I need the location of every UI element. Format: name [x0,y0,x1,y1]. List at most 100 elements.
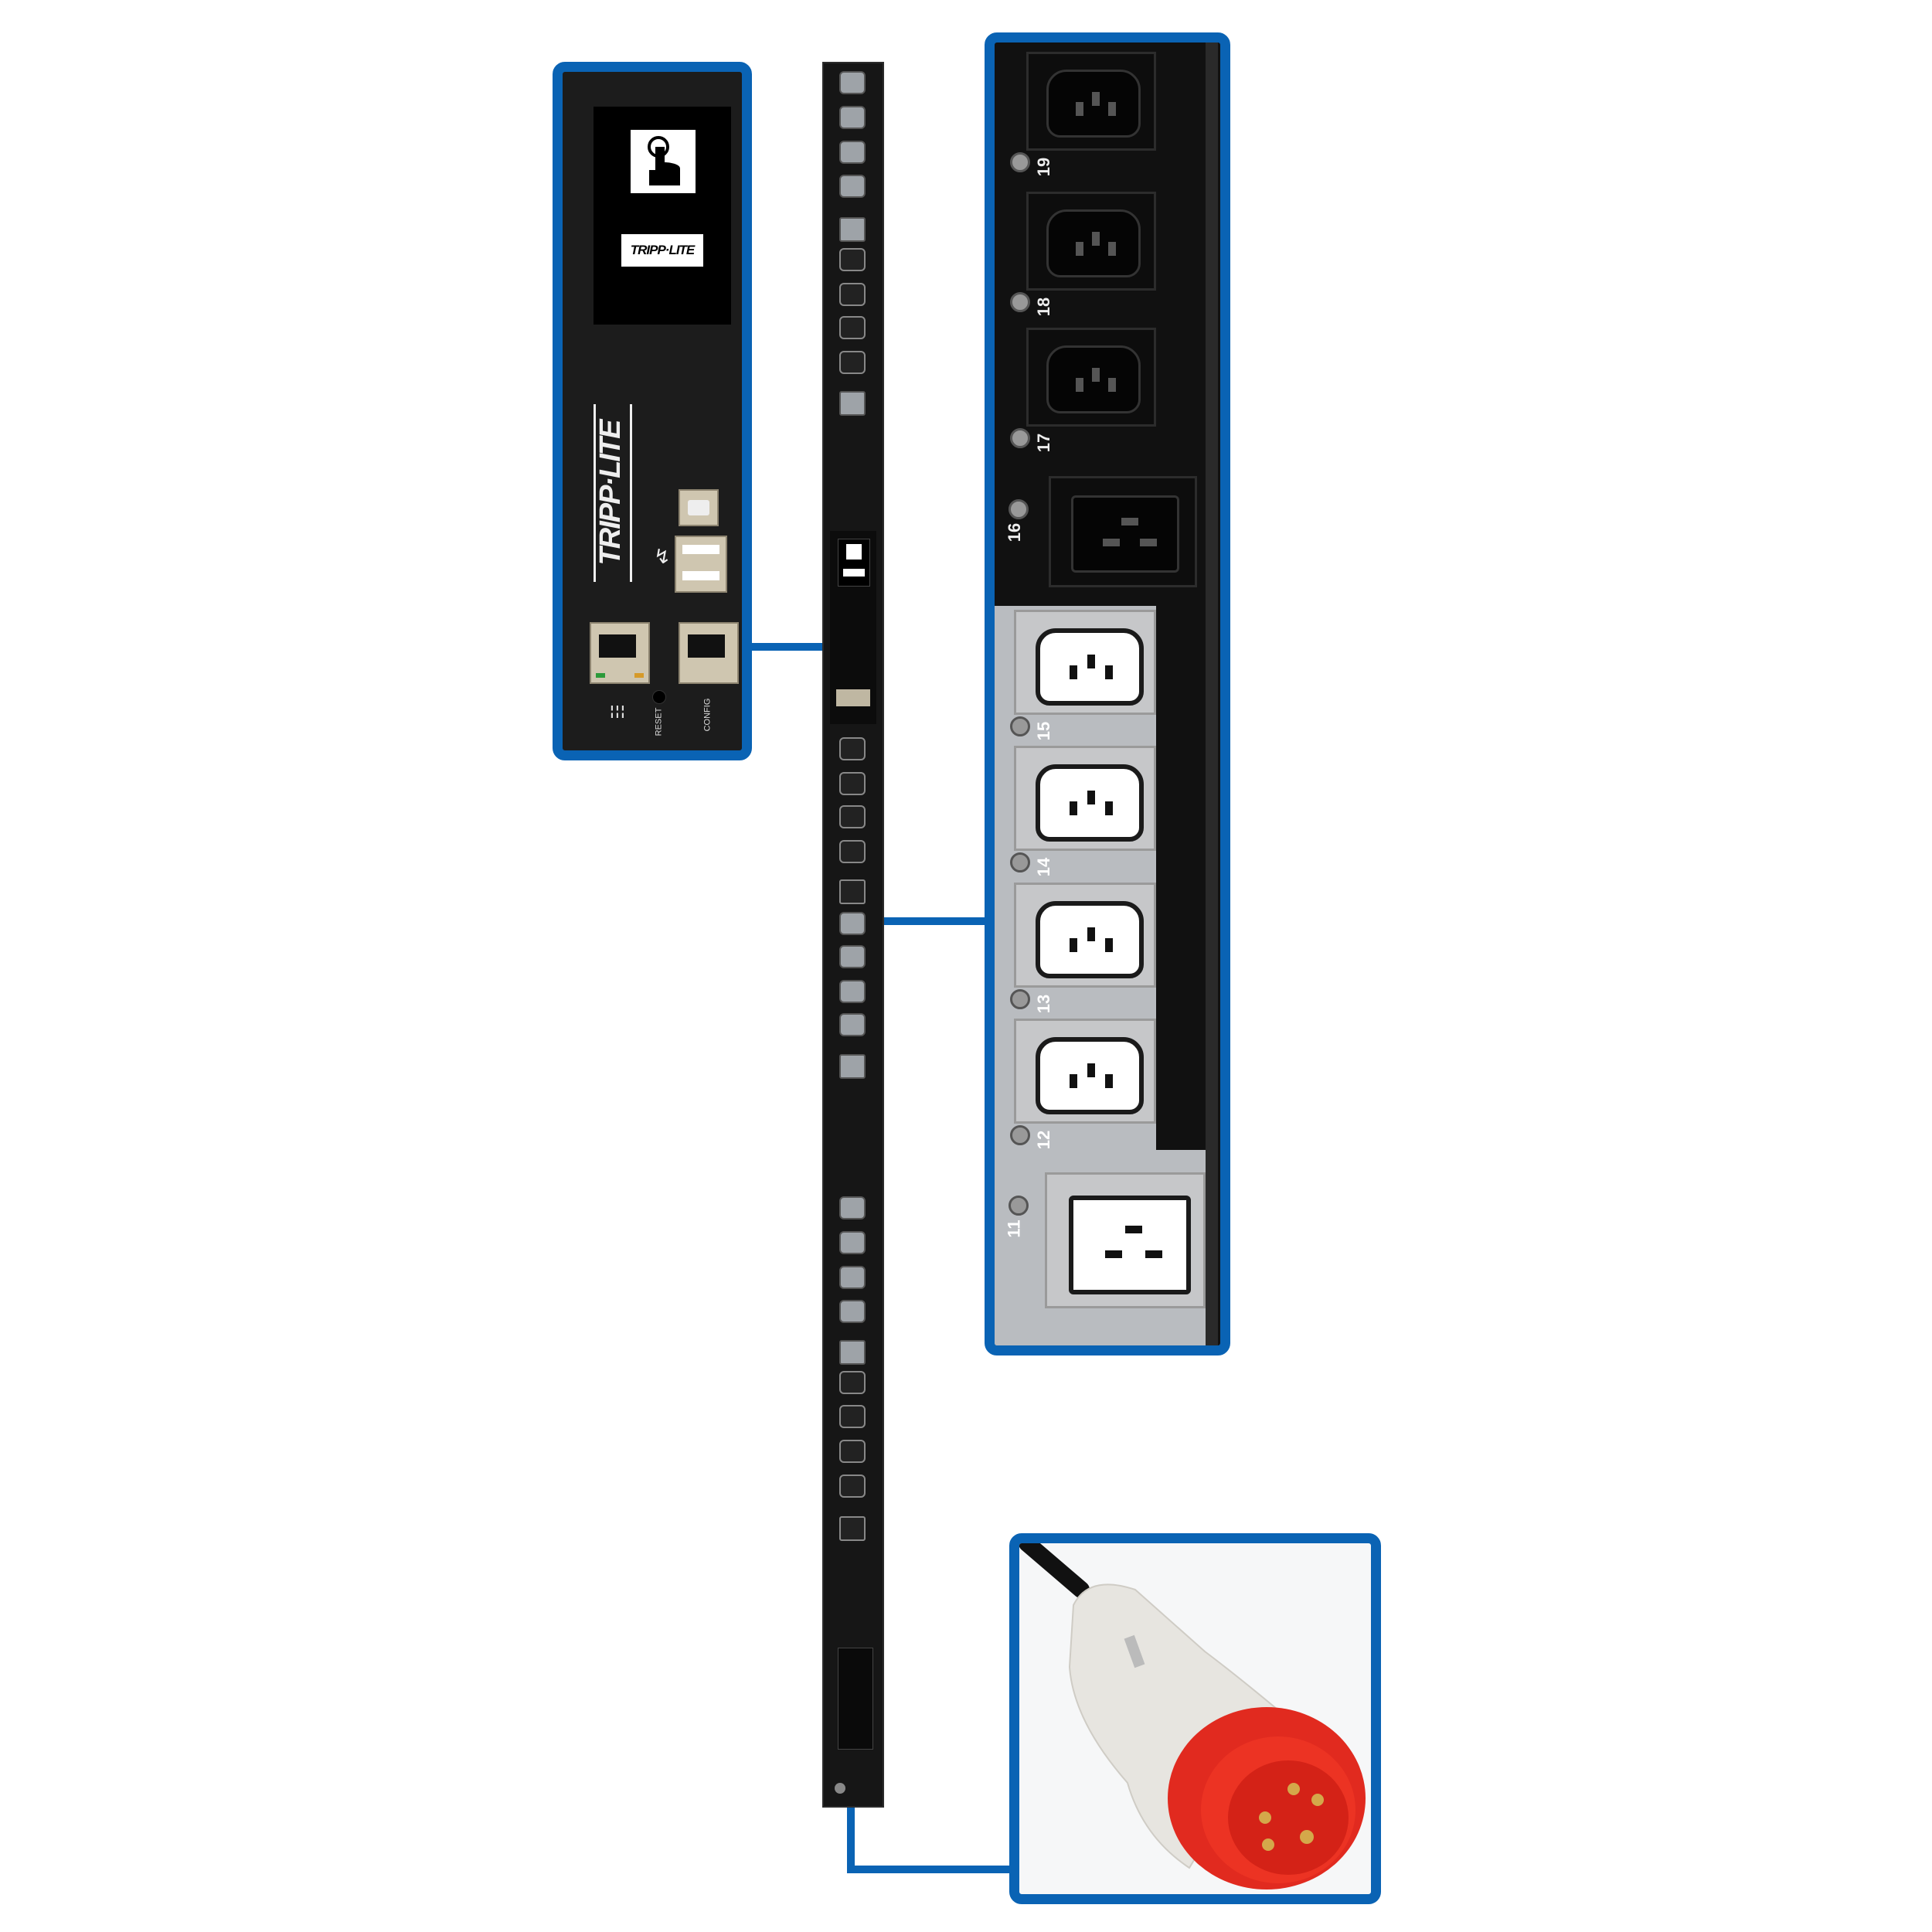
outlet-11-c19 [1045,1172,1206,1308]
outlet-number-label: 13 [1034,994,1054,1014]
strip-outlet-c13 [839,1300,866,1324]
screw-icon [1010,716,1030,736]
outlet-13-c13 [1014,883,1156,988]
outlet-contact [1102,538,1120,546]
plug-pin [1300,1830,1314,1844]
strip-outlet-c19 [839,1516,866,1542]
outlet-19-c13 [1026,52,1156,151]
outlet-number-label: 14 [1034,857,1054,877]
screw-icon [1009,1196,1029,1216]
outlet-18-c13 [1026,192,1156,291]
connector-line-plug-h [847,1866,1009,1873]
config-label: CONFIG [702,698,713,732]
outlet-contact [1091,368,1100,383]
outlet-contact [1105,938,1114,953]
outlet-number-label: 11 [1004,1219,1024,1238]
tripp-lite-logo: TRIPP·LITE [594,404,632,582]
plug-pin [1259,1811,1271,1824]
screw-icon [1010,852,1030,872]
strip-outlet-c13 [839,105,866,129]
outlet-contact [1087,791,1096,805]
outlet-contact [1075,242,1083,257]
strip-outlet-c13 [839,945,866,969]
strip-display [838,539,870,587]
outlet-number-label: 18 [1034,297,1054,317]
strip-outlet-c19 [839,1339,866,1365]
outlet-contact [1091,232,1100,247]
outlet-contact [1107,378,1116,393]
connector-line-plug-v [847,1808,855,1873]
strip-outlet-c19 [839,1054,866,1079]
plug-pin [1311,1794,1324,1806]
screw-icon [1009,499,1029,519]
strip-outlet-c13 [839,805,866,829]
strip-control-module [830,531,876,724]
outlet-contact [1070,938,1078,953]
outlet-contact [1091,92,1100,107]
outlet-contact [1107,102,1116,117]
iec-60309-plug-icon [1019,1543,1366,1889]
outlet-17-c13 [1026,328,1156,427]
connector-line-control [752,643,822,651]
lcd-display: TRIPP·LITE [594,107,731,325]
outlet-number-label: 19 [1034,157,1054,177]
strip-outlet-c13 [839,315,866,339]
outlet-number-label: 12 [1034,1130,1054,1150]
pdu-strip [822,62,884,1808]
usb-b-port[interactable] [679,489,719,526]
strip-outlet-c13 [839,140,866,164]
network-icon: ☷ [607,704,628,719]
screw-icon [1010,152,1030,172]
touch-hand-icon [846,544,862,560]
usb-a-port[interactable] [675,536,727,593]
outlet-number-label: 16 [1005,522,1025,543]
strip-outlet-c13 [839,1405,866,1429]
outlet-contact [1075,378,1083,393]
plug-callout [1009,1533,1381,1904]
outlet-12-c13 [1014,1019,1156,1124]
screw-icon [1010,989,1030,1009]
reset-button[interactable] [652,690,666,704]
strip-outlet-c13 [839,1370,866,1394]
outlet-contact [1075,102,1083,117]
plug-pin [1287,1783,1300,1795]
strip-outlet-c13 [839,772,866,796]
strip-outlet-c13 [839,1265,866,1289]
strip-outlet-c13 [839,912,866,935]
outlet-contact [1107,242,1116,257]
display-logo: TRIPP·LITE [621,234,703,267]
screw-icon [1010,428,1030,448]
screw-icon [1010,1125,1030,1145]
strip-outlet-c13 [839,1196,866,1219]
strip-outlet-c13 [839,1230,866,1254]
ground-screw-icon [835,1783,845,1794]
plug-pin [1262,1838,1274,1851]
strip-outlet-c13 [839,840,866,864]
outlet-14-c13 [1014,746,1156,851]
usb-icon: ↯ [654,545,671,568]
outlet-contact [1145,1250,1163,1258]
outlet-contact [1070,1074,1078,1089]
outlet-number-label: 17 [1034,433,1054,453]
outlet-15-c13 [1014,610,1156,715]
network-port[interactable] [590,622,650,684]
outlet-contact [1070,801,1078,816]
outlet-contact [1087,1063,1096,1078]
strip-outlet-c13 [839,175,866,199]
strip-outlet-c13 [839,247,866,271]
strip-outlet-c13 [839,282,866,306]
strip-outlet-c13 [839,1440,866,1464]
control-panel-callout: TRIPP·LITE TRIPP·LITE ↯ ☷ RESET CONFIG [553,62,752,760]
outlet-contact [1105,801,1114,816]
outlet-contact [1087,655,1096,669]
outlet-contact [1125,1225,1143,1233]
outlet-contact [1139,538,1157,546]
strip-outlet-c13 [839,350,866,374]
strip-outlet-c19 [839,879,866,905]
config-port[interactable] [679,622,739,684]
strip-outlet-c13 [839,1013,866,1037]
strip-label-plate [838,1648,873,1750]
outlet-16-c19 [1049,476,1197,587]
touch-hand-icon [631,130,696,193]
